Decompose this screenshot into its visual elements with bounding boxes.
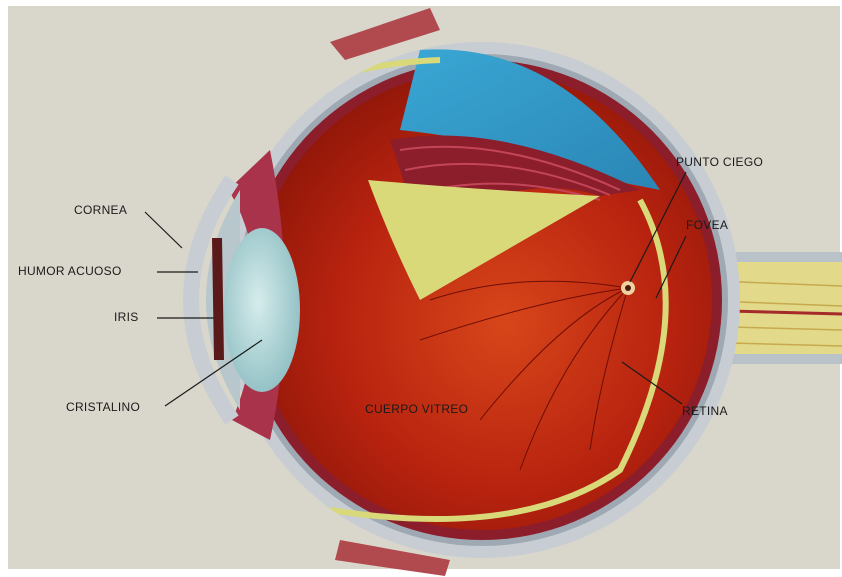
label-cristalino: CRISTALINO: [66, 400, 140, 414]
label-fovea: FOVEA: [686, 218, 728, 232]
lens-shape: [224, 228, 300, 392]
label-punto-ciego: PUNTO CIEGO: [676, 155, 763, 169]
iris-shape: [212, 238, 224, 360]
label-cuerpo-vitreo: CUERPO VITREO: [365, 402, 468, 416]
label-retina: RETINA: [682, 404, 728, 418]
label-humor-acuoso: HUMOR ACUOSO: [18, 264, 122, 278]
label-cornea: CORNEA: [74, 203, 127, 217]
label-iris: IRIS: [114, 310, 139, 324]
